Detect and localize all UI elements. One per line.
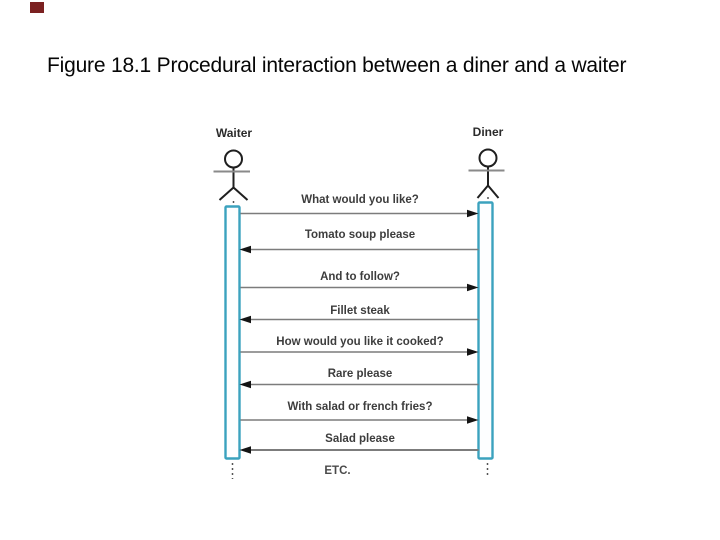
waiter-actor-icon (213, 149, 250, 201)
diner-actor-icon (468, 148, 505, 199)
message-label: Salad please (325, 433, 395, 445)
message-label: How would you like it cooked? (276, 336, 444, 348)
message-label: And to follow? (320, 271, 400, 283)
figure-caption-title: Figure 18.1 Procedural interaction betwe… (47, 54, 627, 77)
message-label: Rare please (327, 368, 393, 380)
message-label: What would you like? (301, 194, 419, 206)
slide-bullet-icon (30, 2, 44, 13)
waiter-activation-bar (224, 205, 241, 460)
actor-label-diner: Diner (472, 125, 504, 139)
message-label: Fillet steak (330, 305, 390, 317)
lifeline-dashes-top (232, 197, 489, 206)
message-label-etc: ETC. (324, 465, 351, 477)
message-arrows (239, 209, 479, 454)
diner-activation-bar (477, 201, 494, 460)
actor-label-waiter: Waiter (215, 126, 253, 140)
message-label: With salad or french fries? (287, 401, 433, 413)
message-label: Tomato soup please (304, 229, 416, 241)
lifeline-dashes-bottom (231, 463, 489, 479)
